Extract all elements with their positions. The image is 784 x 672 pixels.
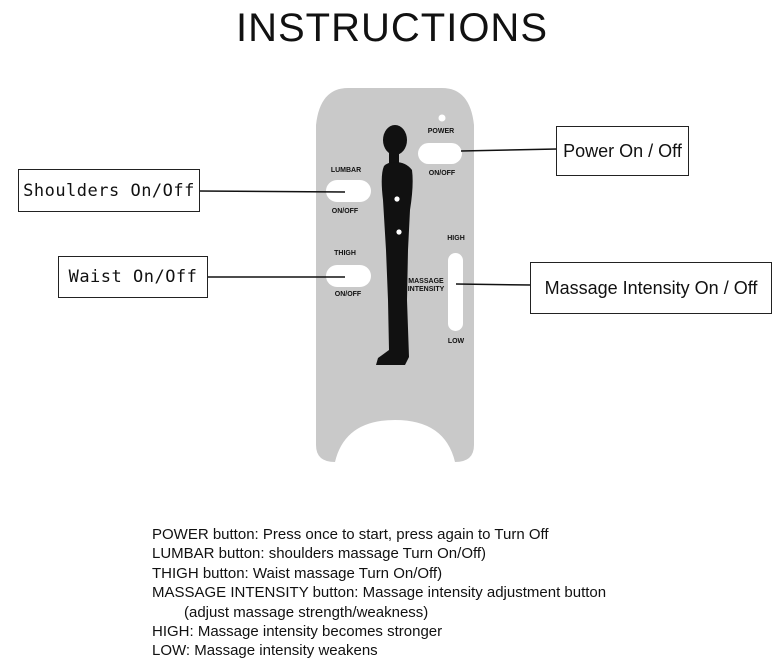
page-title: INSTRUCTIONS xyxy=(236,6,548,50)
power-label: POWER xyxy=(427,128,455,135)
instruction-lumbar: LUMBAR button: shoulders massage Turn On… xyxy=(152,545,487,563)
leader-line-shoulders xyxy=(197,190,346,193)
waist-callout: Waist On/Off xyxy=(58,256,208,298)
thigh-label: THIGH xyxy=(334,250,356,257)
intensity-slider xyxy=(448,253,463,331)
leader-line-intensity xyxy=(455,283,532,286)
power-button xyxy=(418,143,462,164)
remote-diagram: POWER ON/OFF LUMBAR ON/OFF THIGH ON/OFF … xyxy=(18,88,772,462)
lumbar-button xyxy=(326,180,371,202)
massage-intensity-label: MASSAGE INTENSITY xyxy=(407,278,445,293)
lumbar-onoff-label: ON/OFF xyxy=(331,208,359,215)
low-label: LOW xyxy=(447,338,465,345)
instruction-intensity: MASSAGE INTENSITY button: Massage intens… xyxy=(152,584,607,602)
waist-massage-point xyxy=(396,229,402,235)
thigh-button xyxy=(326,265,371,287)
intensity-callout: Massage Intensity On / Off xyxy=(530,262,772,314)
power-callout: Power On / Off xyxy=(556,126,689,176)
leader-line-power xyxy=(460,148,558,152)
remote-illustration xyxy=(197,88,558,462)
thigh-onoff-label: ON/OFF xyxy=(334,291,362,298)
instruction-thigh: THIGH button: Waist massage Turn On/Off) xyxy=(152,564,443,582)
power-led xyxy=(438,114,446,122)
power-onoff-label: ON/OFF xyxy=(428,170,456,177)
shoulders-callout: Shoulders On/Off xyxy=(18,169,200,212)
shoulder-massage-point xyxy=(394,196,400,202)
lumbar-label: LUMBAR xyxy=(330,167,362,174)
instructions-list: POWER button: Press once to start, press… xyxy=(152,525,752,661)
instruction-power: POWER button: Press once to start, press… xyxy=(152,526,549,543)
human-silhouette xyxy=(376,125,413,365)
instruction-low: LOW: Massage intensity weakens xyxy=(152,642,378,660)
instruction-high: HIGH: Massage intensity becomes stronger xyxy=(152,623,443,641)
high-label: HIGH xyxy=(447,235,465,242)
instruction-intensity-note: (adjust massage strength/weakness) xyxy=(184,603,429,621)
